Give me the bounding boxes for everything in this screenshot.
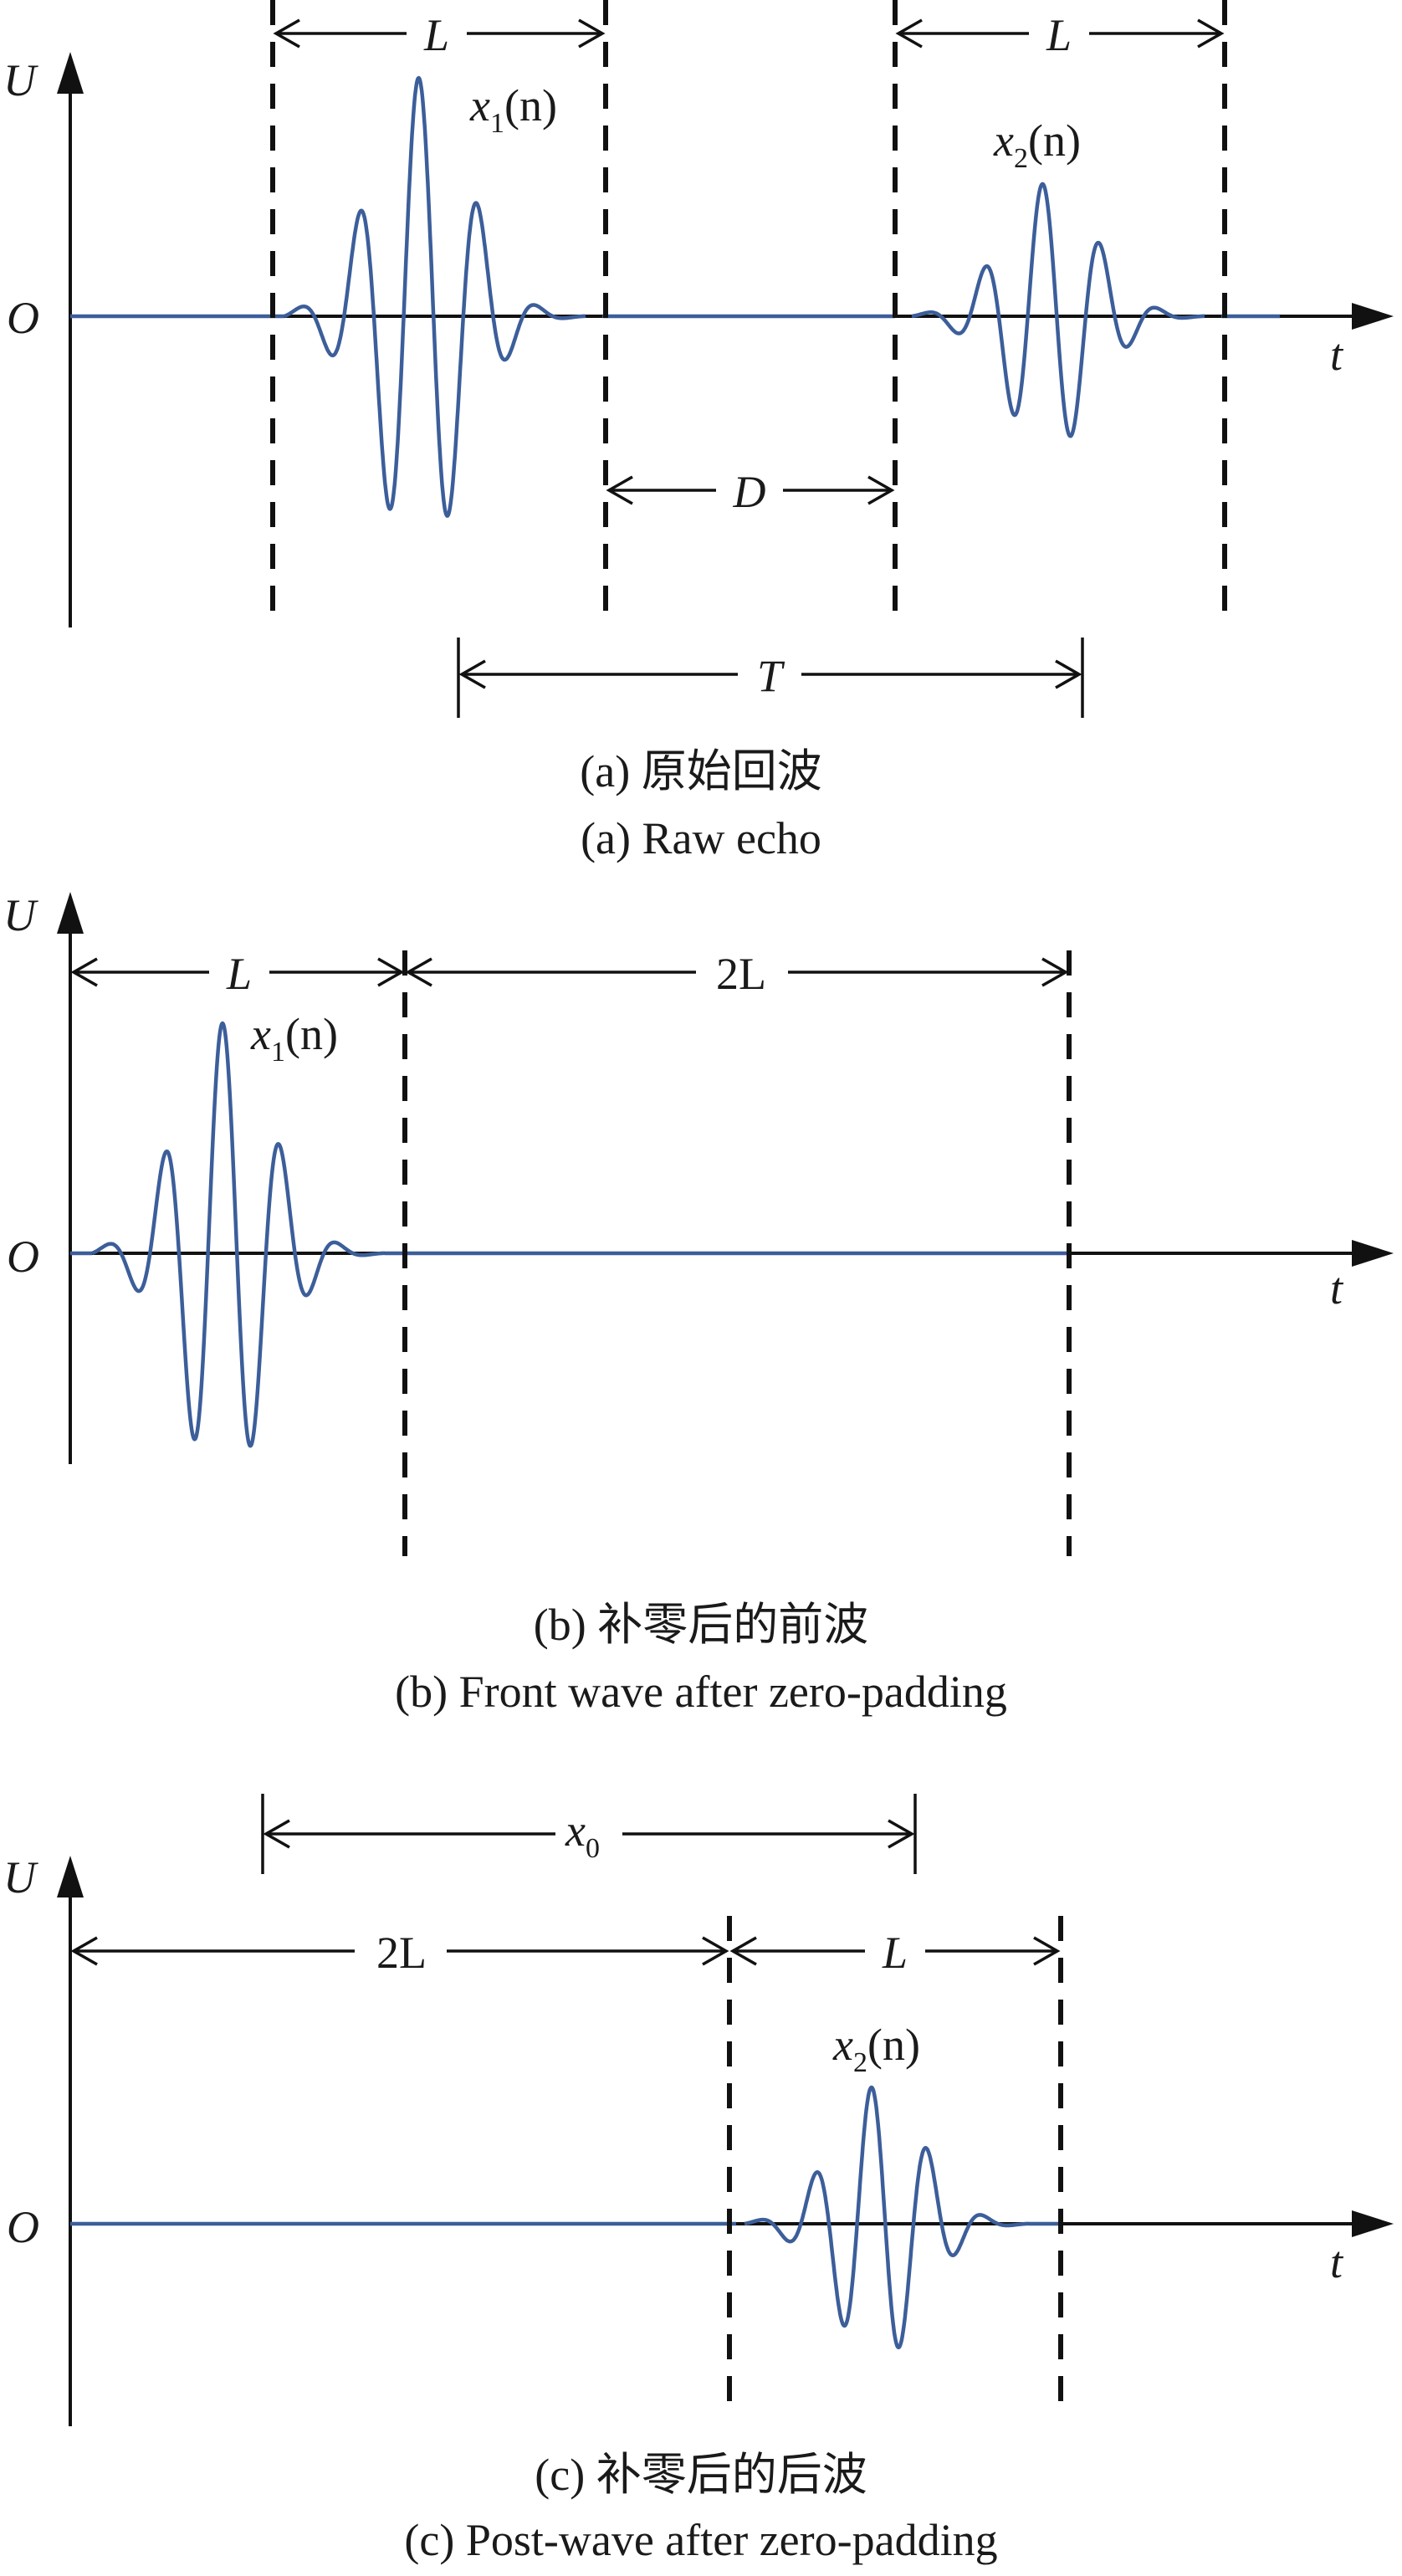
caption-c-cn: (c) 补零后的后波	[535, 2450, 867, 2500]
u-axis-arrow-c	[57, 1856, 84, 1897]
panel-a: U O t L L D	[3, 0, 1394, 863]
caption-a-cn: (a) 原始回波	[580, 746, 821, 796]
caption-a-en: (a) Raw echo	[581, 813, 821, 863]
u-label-b: U	[3, 890, 38, 940]
origin-label-c: O	[7, 2202, 39, 2252]
t-label-b: t	[1330, 1263, 1344, 1314]
label-L-c: L	[882, 1928, 908, 1978]
label-D-a: D	[733, 467, 766, 517]
dim-L-a1: L	[273, 8, 606, 60]
wave-x2-c	[743, 2085, 1031, 2350]
t-axis-arrow-c	[1352, 2210, 1394, 2237]
dim-D-a: D	[606, 465, 895, 517]
origin-label-b: O	[7, 1232, 39, 1282]
panel-b: U O t L 2L x1(n) (b) 补零后的前波 (b) Front wa…	[3, 890, 1394, 1717]
label-L-b: L	[226, 949, 252, 999]
origin-label-a: O	[7, 293, 39, 343]
wave-x1-b	[90, 1021, 386, 1448]
label-2L-b: 2L	[716, 949, 766, 999]
label-x1-a: x1(n)	[469, 80, 557, 139]
label-x1-b: x1(n)	[250, 1009, 338, 1068]
u-axis-arrow-a	[57, 52, 84, 94]
caption-b-cn: (b) 补零后的前波	[534, 1600, 868, 1650]
t-axis-arrow-b	[1352, 1240, 1394, 1267]
dim-T-a: T	[457, 638, 1084, 718]
u-label-c: U	[3, 1852, 38, 1903]
label-x0-c: x0	[565, 1805, 600, 1864]
caption-b-en: (b) Front wave after zero-padding	[395, 1667, 1007, 1717]
dim-L-c: L	[729, 1924, 1061, 1978]
caption-c-en: (c) Post-wave after zero-padding	[404, 2515, 997, 2565]
label-L-a1: L	[423, 10, 449, 60]
dim-2L-b: 2L	[405, 945, 1069, 999]
t-label-a: t	[1330, 330, 1344, 380]
dim-L-b: L	[70, 945, 405, 999]
label-T-a: T	[757, 651, 785, 701]
wave-x1-a	[283, 75, 587, 518]
label-2L-c: 2L	[376, 1928, 427, 1978]
label-x2-a: x2(n)	[993, 115, 1081, 174]
u-label-a: U	[3, 55, 38, 105]
dim-x0-c: x0	[261, 1794, 917, 1874]
t-axis-arrow-a	[1352, 303, 1394, 330]
panel-c: U O t x0 2L L x2(n) (c) 补零后的后	[3, 1794, 1394, 2565]
t-label-c: t	[1330, 2237, 1344, 2287]
label-x2-c: x2(n)	[832, 2020, 920, 2078]
dim-2L-c: 2L	[70, 1924, 729, 1978]
wave-x2-a	[910, 182, 1206, 438]
label-L-a2: L	[1046, 10, 1072, 60]
dim-L-a2: L	[895, 8, 1225, 60]
u-axis-arrow-b	[57, 892, 84, 934]
